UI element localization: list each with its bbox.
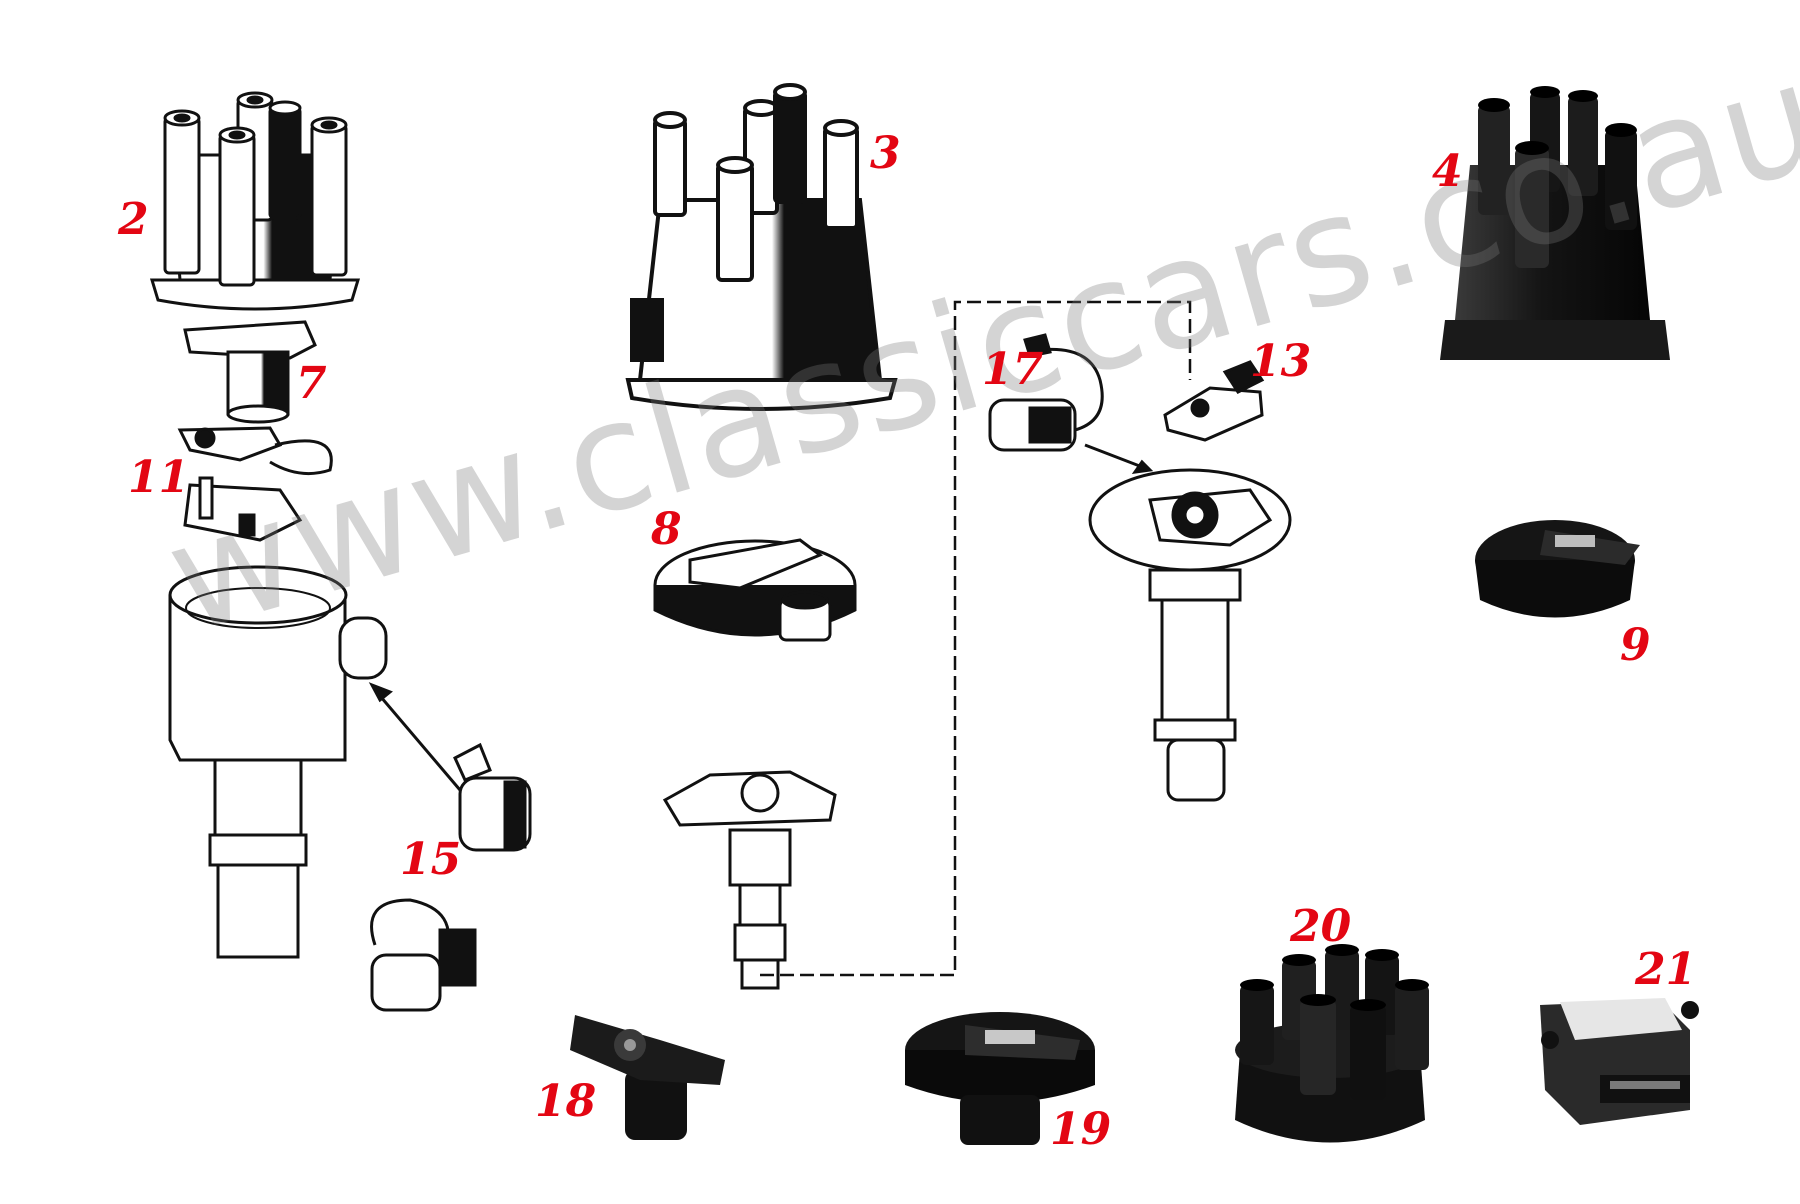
callout-15: 15	[400, 834, 462, 885]
callout-13: 13	[1250, 336, 1312, 387]
condenser-with-lead	[988, 333, 1154, 474]
rotor-arm-photo-large	[905, 1012, 1095, 1145]
distributor-cap-5-lead-photo	[1440, 86, 1670, 360]
distributor-baseplate-right	[1088, 468, 1292, 802]
callout-8: 8	[651, 504, 682, 555]
callout-2: 2	[118, 194, 149, 245]
condenser-with-bracket	[368, 682, 532, 1012]
callout-17: 17	[982, 344, 1044, 395]
rotor-arm-line-art	[183, 320, 317, 424]
distributor-cap-6-lead-line-art	[149, 91, 361, 311]
distributor-cap-6-lead-photo	[1235, 944, 1429, 1143]
connector-bracket-line	[760, 300, 1192, 977]
ignition-module	[1540, 998, 1699, 1125]
callout-4: 4	[1432, 146, 1463, 197]
callout-3: 3	[870, 128, 901, 179]
callout-19: 19	[1050, 1104, 1112, 1155]
callout-20: 20	[1290, 901, 1352, 952]
contact-points-small	[1163, 360, 1265, 442]
contact-points-set	[177, 426, 333, 542]
callout-11: 11	[128, 452, 190, 503]
rotor-arm-photo-small	[570, 1015, 725, 1140]
rotor-arm-large-line-art	[653, 538, 857, 642]
distributor-shaft-centre	[662, 770, 837, 990]
distributor-body-left	[168, 565, 388, 959]
callout-7: 7	[296, 358, 327, 409]
callout-18: 18	[535, 1076, 597, 1127]
callout-21: 21	[1635, 944, 1697, 995]
callout-9: 9	[1620, 620, 1651, 671]
rotor-arm-photo	[1475, 520, 1640, 618]
distributor-cap-5-lead-line-art	[625, 83, 898, 411]
